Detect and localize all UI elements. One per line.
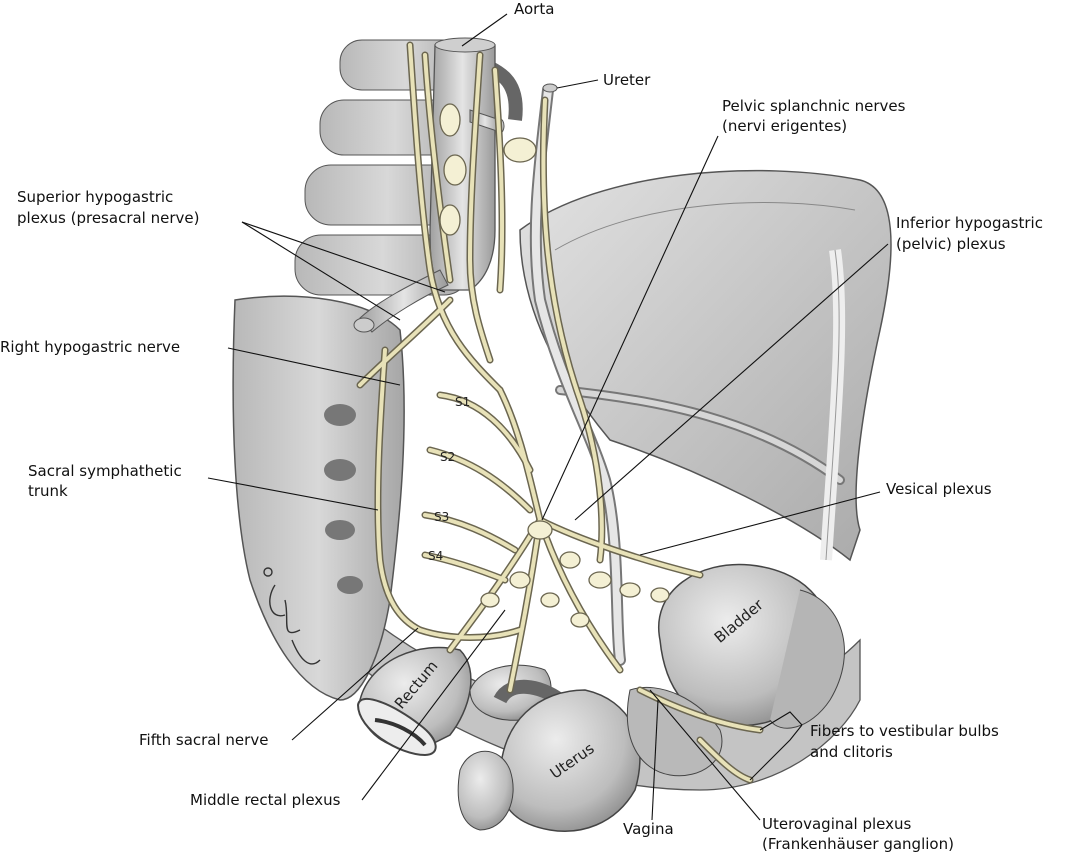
- rectum: Rectum: [356, 646, 472, 757]
- label-superior-hypogastric-1: Superior hypogastric: [17, 188, 174, 206]
- label-uterovaginal-2: (Frankenhäuser ganglion): [762, 835, 954, 853]
- label-ureter: Ureter: [603, 71, 651, 89]
- label-pelvic-splanchnic-2: (nervi erigentes): [722, 117, 848, 135]
- label-middle-rectal: Middle rectal plexus: [190, 791, 341, 809]
- label-pelvic-splanchnic-1: Pelvic splanchnic nerves: [722, 97, 906, 115]
- leader-lines: [207, 13, 889, 821]
- s4-label: S4: [428, 549, 443, 563]
- label-fifth-sacral: Fifth sacral nerve: [139, 731, 269, 749]
- s2-label: S2: [440, 450, 455, 464]
- label-fibers-vestibular-2: and clitoris: [810, 743, 893, 761]
- label-fibers-vestibular-1: Fibers to vestibular bulbs: [810, 722, 999, 740]
- label-aorta: Aorta: [514, 0, 555, 18]
- label-sacral-trunk-1: Sacral symphathetic: [28, 462, 182, 480]
- ureter-vessel: [529, 83, 626, 666]
- s3-label: S3: [434, 510, 449, 524]
- label-inferior-hypogastric-2: (pelvic) plexus: [896, 235, 1006, 253]
- artist-signature: [263, 567, 321, 665]
- label-superior-hypogastric-2: plexus (presacral nerve): [17, 209, 200, 227]
- sacrum: [232, 295, 405, 701]
- label-inferior-hypogastric-1: Inferior hypogastric: [896, 214, 1043, 232]
- pelvic-wall: [519, 169, 892, 562]
- uterus: Uterus: [457, 664, 641, 832]
- sacral-level-labels: S1 S2 S3 S4: [428, 395, 470, 563]
- bladder: Bladder: [657, 563, 845, 729]
- s1-label: S1: [455, 395, 470, 409]
- label-uterovaginal-1: Uterovaginal plexus: [762, 815, 912, 833]
- label-vagina: Vagina: [623, 820, 674, 838]
- label-right-hypogastric: Right hypogastric nerve: [0, 338, 181, 356]
- label-vesical-plexus: Vesical plexus: [886, 480, 992, 498]
- label-sacral-trunk-2: trunk: [28, 482, 68, 500]
- vagina: [626, 686, 723, 777]
- nerve-network: [356, 41, 764, 784]
